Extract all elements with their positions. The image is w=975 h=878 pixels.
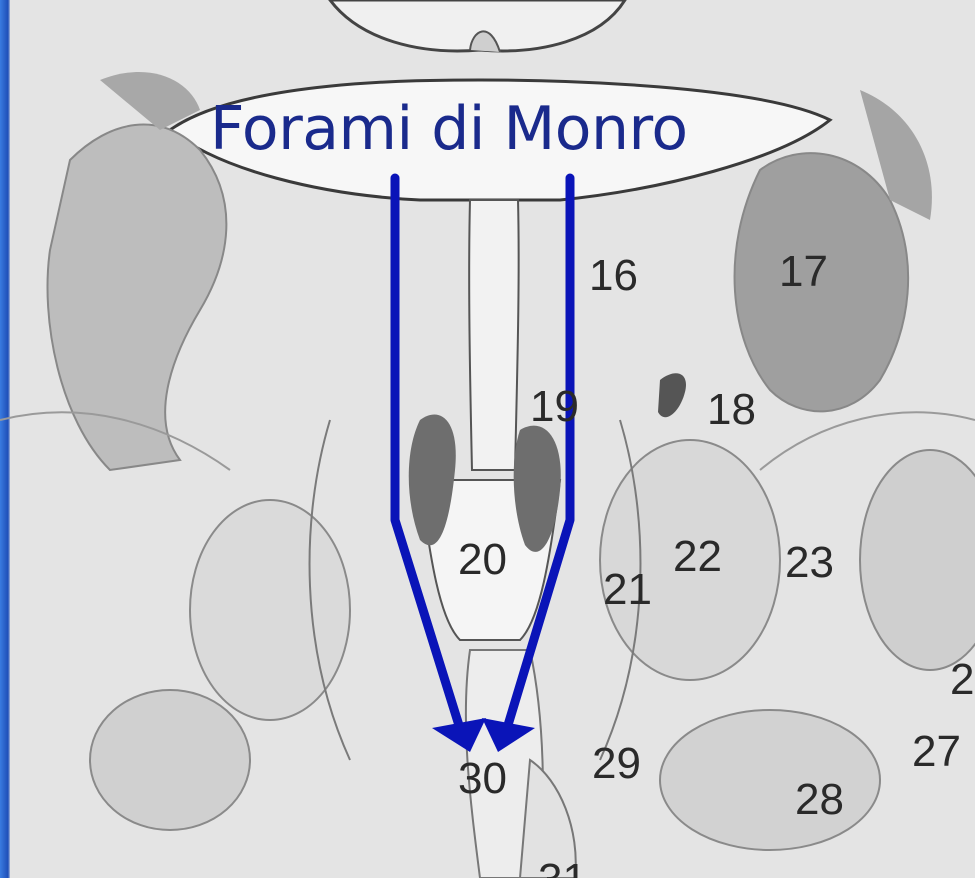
label-23: 23 xyxy=(785,541,834,585)
label-16: 16 xyxy=(589,254,638,298)
label-27: 27 xyxy=(912,730,961,774)
label-21: 21 xyxy=(603,568,652,612)
label-20: 20 xyxy=(458,538,507,582)
label-31: 31 xyxy=(538,858,587,878)
figure-title: Forami di Monro xyxy=(210,94,688,164)
label-2: 2 xyxy=(950,658,974,702)
label-19: 19 xyxy=(530,385,579,429)
label-22: 22 xyxy=(673,535,722,579)
label-17: 17 xyxy=(779,250,828,294)
label-30: 30 xyxy=(458,757,507,801)
label-28: 28 xyxy=(795,778,844,822)
label-18: 18 xyxy=(707,388,756,432)
label-29: 29 xyxy=(592,742,641,786)
